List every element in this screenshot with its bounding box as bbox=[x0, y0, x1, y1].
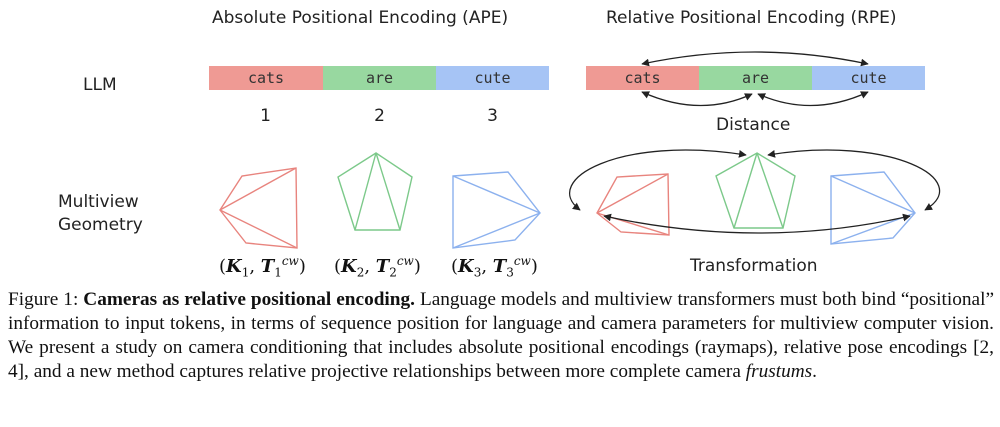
ape-token-cats: cats bbox=[209, 66, 323, 90]
figure-caption: Figure 1: Cameras as relative positional… bbox=[8, 288, 994, 384]
rpe-token-are: are bbox=[699, 66, 812, 90]
distance-arc-cats-are bbox=[641, 91, 753, 107]
caption-emphasis: frustums bbox=[745, 361, 813, 382]
distance-arc-are-cute bbox=[757, 91, 869, 107]
caption-title: Cameras as relative positional encoding. bbox=[83, 289, 415, 310]
rpe-token-cute: cute bbox=[812, 66, 925, 90]
transformation-arc-1-3 bbox=[603, 213, 911, 234]
camera-frustum-3 bbox=[452, 171, 541, 249]
multiview-label-line1: Multiview bbox=[58, 192, 139, 212]
multiview-label-line2: Geometry bbox=[58, 215, 143, 235]
camera-label-1: (K1, T1cw) bbox=[219, 254, 306, 280]
caption-end: . bbox=[812, 361, 817, 382]
rpe-frustum-3 bbox=[830, 171, 916, 245]
caption-body: Language models and multiview transforme… bbox=[8, 289, 995, 382]
camera-label-2: (K2, T2cw) bbox=[334, 254, 421, 280]
ape-token-are: are bbox=[323, 66, 436, 90]
transformation-label: Transformation bbox=[690, 256, 818, 276]
position-number: 2 bbox=[374, 106, 385, 126]
distance-label: Distance bbox=[716, 115, 791, 135]
caption-label: Figure 1: bbox=[8, 289, 84, 310]
camera-frustum-1 bbox=[219, 167, 298, 249]
distance-arc-cats-cute bbox=[641, 51, 869, 67]
figure-drawing bbox=[219, 51, 941, 249]
llm-row-label: LLM bbox=[83, 75, 117, 95]
rpe-frustum-2 bbox=[715, 152, 796, 229]
rpe-token-cats: cats bbox=[586, 66, 699, 90]
camera-label-3: (K3, T3cw) bbox=[451, 254, 538, 280]
camera-frustum-2 bbox=[337, 152, 413, 231]
ape-heading: Absolute Positional Encoding (APE) bbox=[212, 8, 509, 28]
transformation-arc-1-2 bbox=[568, 149, 747, 211]
transformation-arc-2-3 bbox=[767, 149, 941, 211]
rpe-heading: Relative Positional Encoding (RPE) bbox=[606, 8, 897, 28]
ape-token-cute: cute bbox=[436, 66, 549, 90]
position-number: 1 bbox=[260, 106, 271, 126]
position-number: 3 bbox=[487, 106, 498, 126]
